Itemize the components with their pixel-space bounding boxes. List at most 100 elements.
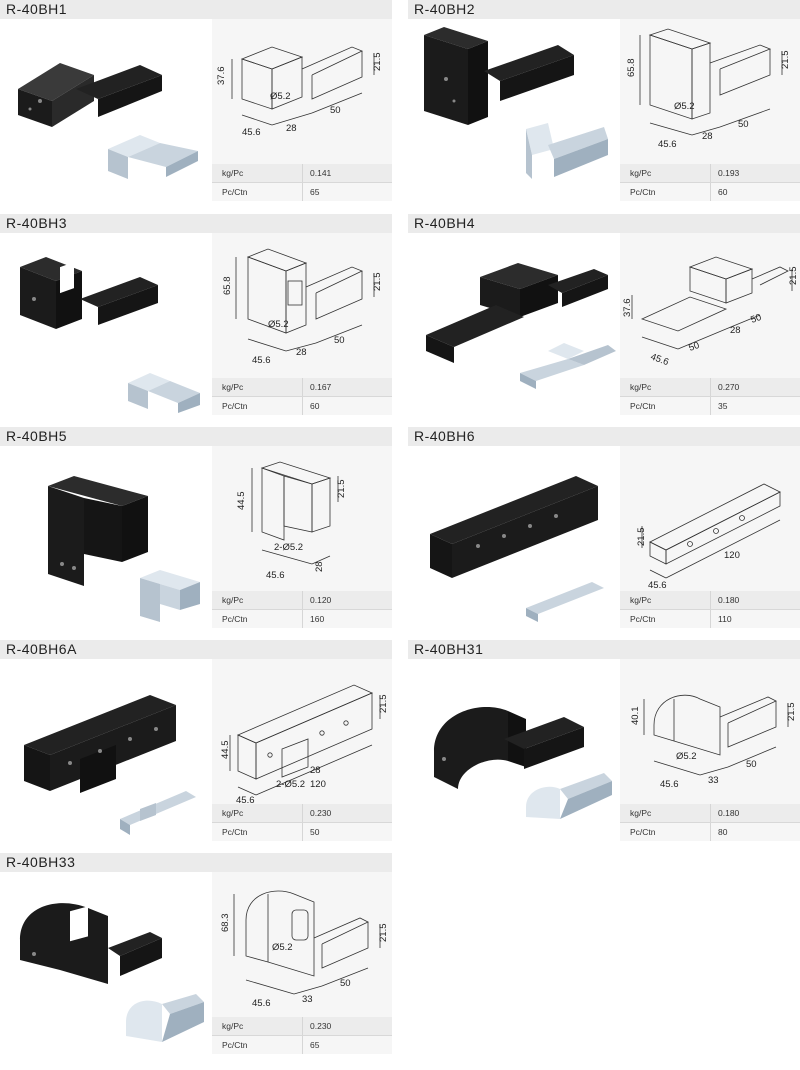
svg-text:21.5: 21.5 [788,267,799,286]
svg-text:28: 28 [310,765,321,776]
svg-text:21.5: 21.5 [636,528,647,547]
svg-text:45.6: 45.6 [252,998,271,1009]
svg-text:45.6: 45.6 [658,139,677,150]
svg-text:28: 28 [730,325,741,336]
svg-text:28: 28 [296,347,307,358]
black-bracket-image [20,903,162,984]
svg-text:50: 50 [746,759,757,770]
svg-text:50: 50 [334,335,345,346]
metal-bracket-image [126,994,204,1042]
product-photo [0,659,212,840]
svg-text:2-Ø5.2: 2-Ø5.2 [274,542,303,553]
product-code: R-40BH31 [414,641,484,657]
svg-text:Ø5.2: Ø5.2 [268,319,289,330]
svg-text:44.5: 44.5 [220,741,231,760]
product-photo [408,446,620,627]
svg-text:45.6: 45.6 [649,351,670,368]
black-bracket-image [24,695,176,793]
product-header: R-40BH2 [408,0,800,19]
svg-text:21.5: 21.5 [780,51,791,70]
svg-text:33: 33 [708,775,719,786]
black-bracket-image [430,476,598,578]
technical-drawing: 40.1 45.6 33 50 21.5 Ø5.2 [620,659,800,804]
metal-bracket-image [108,135,198,179]
svg-text:65.8: 65.8 [222,277,233,296]
svg-text:50: 50 [330,105,341,116]
product-photo [408,19,620,200]
product-photo [0,233,212,414]
product-photo [0,446,212,627]
product-card-r-40bh3: R-40BH3 [0,214,392,415]
svg-text:Ø5.2: Ø5.2 [674,101,695,112]
svg-text:40.1: 40.1 [630,707,641,726]
product-code: R-40BH2 [414,1,476,17]
technical-drawing: 37.6 45.6 28 50 21.5 Ø5.2 [212,19,392,164]
svg-text:37.6: 37.6 [216,67,227,86]
technical-drawing: 44.5 45.6 120 28 21.5 2-Ø5.2 [212,659,392,804]
svg-text:21.5: 21.5 [372,273,383,292]
technical-drawing: 21.5 45.6 120 [620,446,800,591]
technical-drawing: 65.8 45.6 28 50 21.5 Ø5.2 [212,233,392,378]
svg-text:65.8: 65.8 [626,59,637,78]
svg-text:37.6: 37.6 [622,299,633,318]
product-code: R-40BH5 [6,428,68,444]
metal-bracket-image [140,570,200,622]
product-header: R-40BH6A [0,640,392,659]
svg-text:Ø5.2: Ø5.2 [676,751,697,762]
svg-text:45.6: 45.6 [252,355,271,366]
technical-drawing: 37.6 45.6 50 28 50 21.5 [620,233,800,378]
metal-bracket-image [520,343,616,389]
svg-text:50: 50 [738,119,749,130]
metal-bracket-image [120,791,196,835]
svg-text:120: 120 [724,550,740,561]
product-photo [0,19,212,200]
product-photo [408,659,620,840]
svg-text:44.5: 44.5 [236,492,247,511]
product-card-r-40bh2: R-40BH2 [408,0,800,201]
product-code: R-40BH4 [414,215,476,231]
product-code: R-40BH6A [6,641,77,657]
black-bracket-image [426,263,608,363]
svg-text:120: 120 [310,779,326,790]
svg-text:28: 28 [314,561,325,572]
black-bracket-image [424,27,574,125]
svg-text:45.6: 45.6 [266,570,285,581]
svg-text:28: 28 [286,123,297,134]
product-header: R-40BH6 [408,427,800,446]
svg-text:Ø5.2: Ø5.2 [272,942,293,953]
svg-text:50: 50 [749,312,763,326]
metal-bracket-image [526,773,612,819]
svg-text:Ø5.2: Ø5.2 [270,91,291,102]
black-bracket-image [18,63,162,127]
product-code: R-40BH3 [6,215,68,231]
svg-text:33: 33 [302,994,313,1005]
product-header: R-40BH31 [408,640,800,659]
product-header: R-40BH3 [0,214,392,233]
svg-text:21.5: 21.5 [336,480,347,499]
product-code: R-40BH1 [6,1,68,17]
technical-drawing: 44.5 45.6 28 21.5 2-Ø5.2 [212,446,392,591]
svg-text:50: 50 [340,978,351,989]
metal-bracket-image [526,582,604,622]
product-card-r-40bh4: R-40BH4 [408,214,800,415]
product-photo [0,872,212,1053]
product-card-r-40bh6: R-40BH6 [408,427,800,628]
black-bracket-image [434,707,584,789]
product-code: R-40BH6 [414,428,476,444]
svg-text:2-Ø5.2: 2-Ø5.2 [276,779,305,790]
